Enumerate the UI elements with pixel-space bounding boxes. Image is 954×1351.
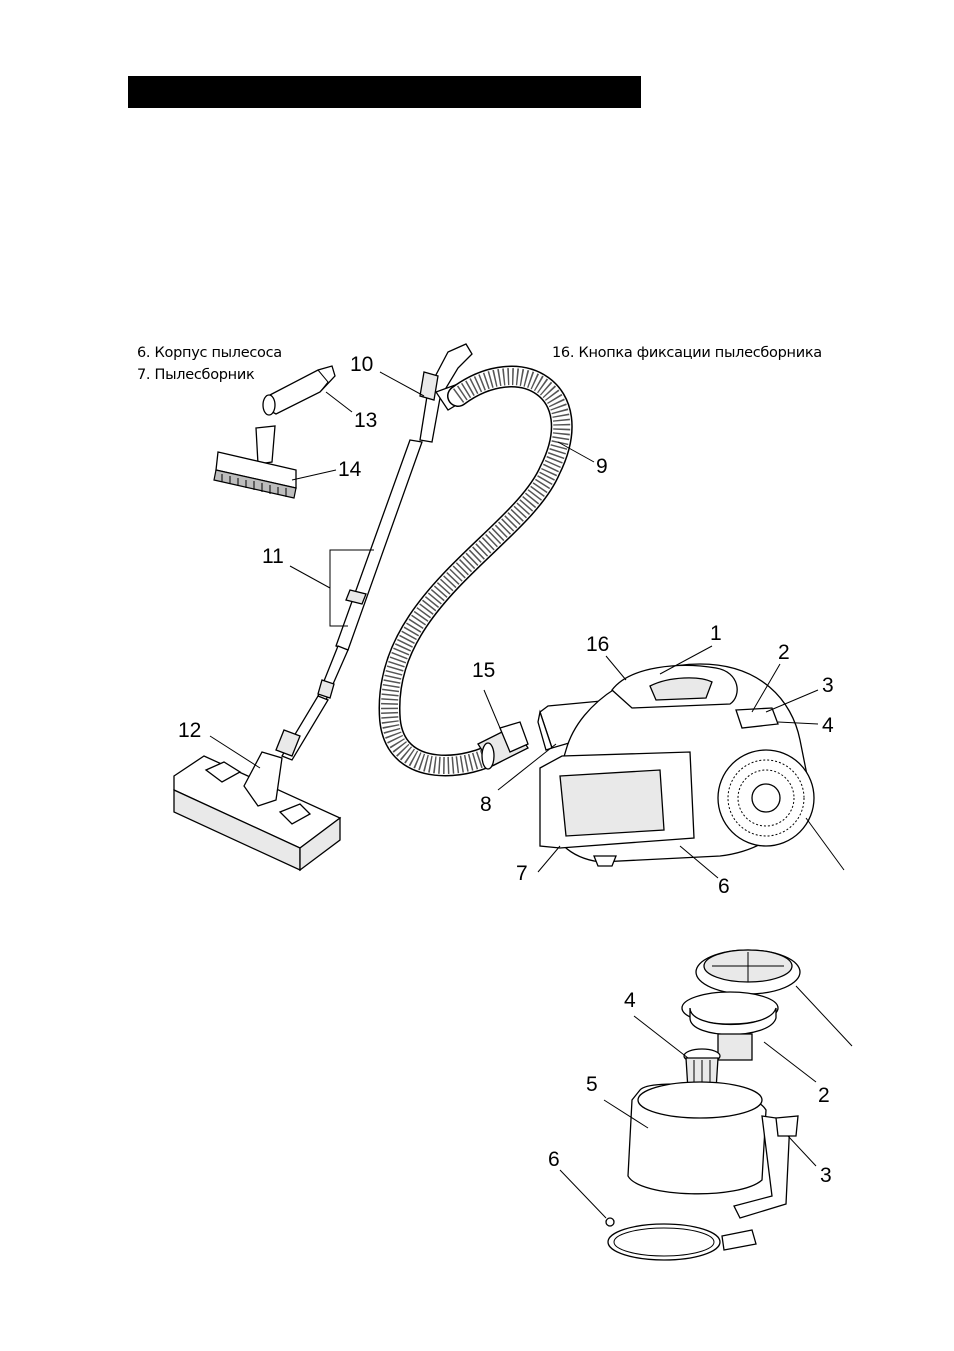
exploded-view (560, 950, 852, 1260)
exploded-callout-4: 4 (624, 989, 636, 1012)
floor-nozzle (174, 752, 340, 870)
callout-8: 8 (480, 793, 492, 816)
exploded-callout-6: 6 (548, 1148, 560, 1171)
brush-attachment (214, 426, 296, 498)
callout-13: 13 (354, 409, 377, 432)
hose-connector (478, 722, 528, 769)
vacuum-body (538, 664, 814, 866)
callout-15: 15 (472, 659, 495, 682)
exploded-callout-2: 2 (818, 1084, 830, 1107)
callout-3: 3 (822, 674, 834, 697)
callout-4: 4 (822, 714, 834, 737)
callout-14: 14 (338, 458, 362, 481)
callout-12: 12 (178, 719, 201, 742)
exploded-callout-5: 5 (586, 1073, 598, 1096)
callout-9: 9 (596, 455, 608, 478)
callout-7: 7 (516, 862, 528, 885)
callout-2: 2 (778, 641, 790, 664)
crevice-nozzle (263, 366, 335, 415)
callout-11: 11 (262, 545, 284, 568)
callout-6: 6 (718, 875, 730, 898)
flexible-hose (389, 377, 561, 766)
callout-16: 16 (586, 633, 609, 656)
callout-1: 1 (710, 622, 722, 645)
exploded-callout-3: 3 (820, 1164, 832, 1187)
callout-10: 10 (350, 353, 373, 376)
